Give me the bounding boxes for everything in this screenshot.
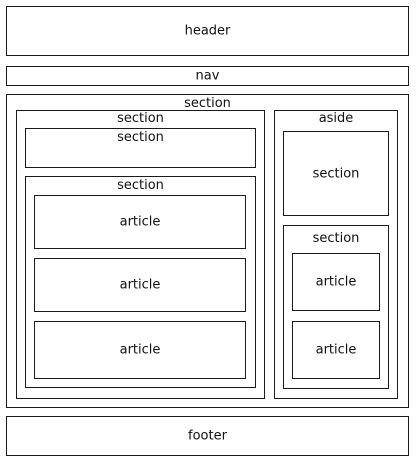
aside-label: aside xyxy=(318,111,354,126)
article-label: article xyxy=(315,274,357,290)
header-box: header xyxy=(6,6,409,56)
top-section-box: section xyxy=(25,128,256,168)
header-label: header xyxy=(184,23,231,39)
nav-box: nav xyxy=(6,66,409,86)
aside-article-2: article xyxy=(292,321,380,379)
left-articles-section-label: section xyxy=(117,178,164,193)
article-label: article xyxy=(119,214,161,230)
footer-box: footer xyxy=(6,416,409,456)
left-article-3: article xyxy=(34,321,246,379)
aside-article-1: article xyxy=(292,253,380,311)
article-label: article xyxy=(315,342,357,358)
footer-label: footer xyxy=(188,428,227,444)
article-label: article xyxy=(119,277,161,293)
left-article-1: article xyxy=(34,195,246,249)
aside-inner-section-label: section xyxy=(312,166,360,181)
left-section-label: section xyxy=(117,111,164,126)
main-section-label: section xyxy=(184,96,231,111)
article-label: article xyxy=(119,342,161,358)
aside-inner-section-box: section xyxy=(283,131,389,216)
nav-label: nav xyxy=(195,68,220,84)
aside-articles-section-label: section xyxy=(312,231,360,246)
top-section-label: section xyxy=(117,130,164,145)
left-article-2: article xyxy=(34,258,246,312)
